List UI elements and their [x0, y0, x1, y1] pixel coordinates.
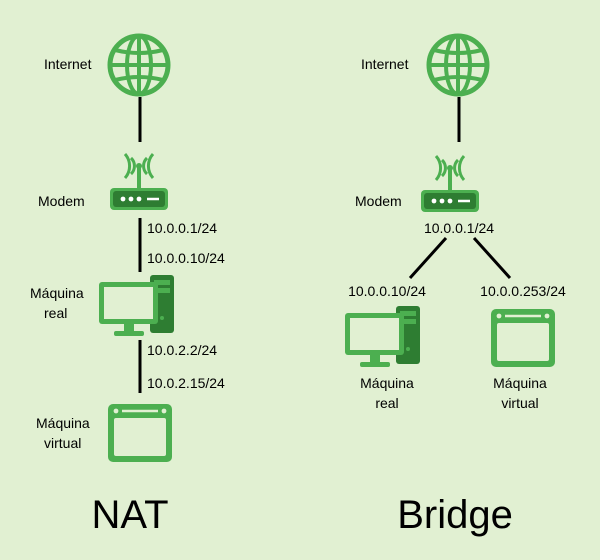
virtual-machine-label-line1: Máquina [493, 375, 547, 391]
computer-icon [99, 275, 174, 336]
internet-label: Internet [361, 56, 409, 72]
internet-label: Internet [44, 56, 92, 72]
virtual-machine-label-line1: Máquina [36, 415, 90, 431]
real-machine-label-line2: real [44, 305, 67, 321]
ip-virtual-label: 10.0.2.15/24 [147, 375, 225, 391]
virtual-machine-label-line2: virtual [44, 435, 81, 451]
window-icon [106, 402, 174, 464]
ip-virtual-label: 10.0.0.253/24 [480, 283, 566, 299]
virtual-machine-label-line2: virtual [501, 395, 538, 411]
line-modem-virtual-bridge [472, 236, 512, 280]
ip-real-lan-label: 10.0.0.10/24 [147, 250, 225, 266]
window-icon [489, 307, 557, 369]
nat-title: NAT [91, 493, 168, 537]
ip-modem-label: 10.0.0.1/24 [147, 220, 217, 236]
ip-real-nat-label: 10.0.2.2/24 [147, 342, 217, 358]
line-modem-real-bridge [408, 236, 448, 280]
modem-icon [419, 154, 481, 214]
real-machine-label-line1: Máquina [30, 285, 84, 301]
computer-icon [345, 306, 420, 367]
globe-icon [429, 36, 487, 94]
ip-modem-label: 10.0.0.1/24 [424, 220, 494, 236]
bridge-title: Bridge [397, 493, 513, 537]
modem-label: Modem [355, 193, 402, 209]
modem-label: Modem [38, 193, 85, 209]
real-machine-label-line2: real [375, 395, 398, 411]
real-machine-label-line1: Máquina [360, 375, 414, 391]
globe-icon [110, 36, 168, 94]
ip-real-label: 10.0.0.10/24 [348, 283, 426, 299]
modem-icon [108, 152, 170, 212]
